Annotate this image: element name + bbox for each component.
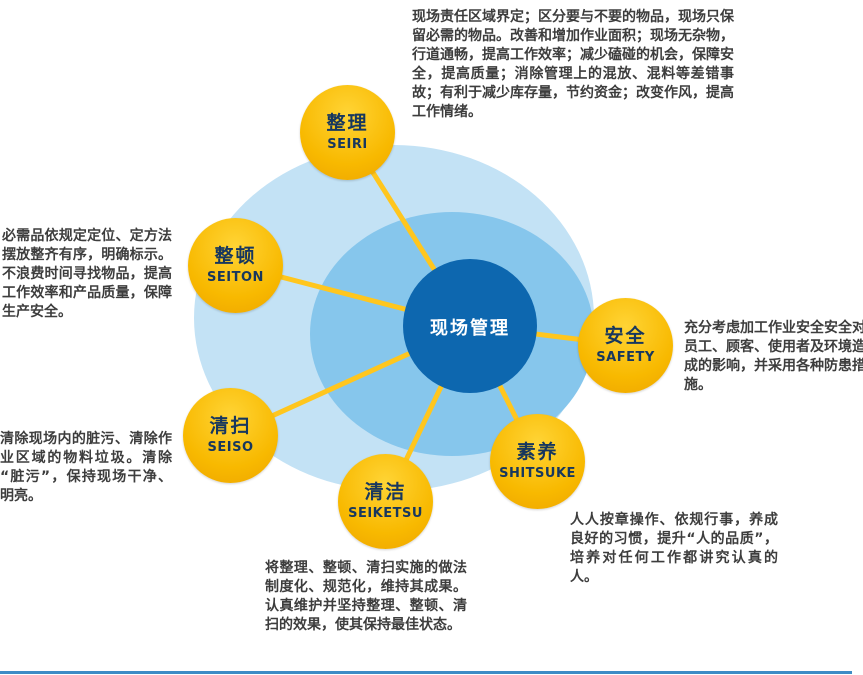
bottom-divider	[0, 671, 852, 674]
node-safety-label-en: SAFETY	[596, 349, 655, 365]
desc-seiri: 现场责任区域界定；区分要与不要的物品，现场只保留必需的物品。改善和增加作业面积；…	[412, 9, 734, 121]
node-shitsuke-label-zh: 素养	[516, 441, 559, 464]
node-safety: 安全 SAFETY	[578, 298, 673, 393]
node-shitsuke-label-en: SHITSUKE	[499, 465, 576, 481]
desc-shitsuke: 人人按章操作、依规行事，养成良好的习惯，提升“人的品质”，培养对任何工作都讲究认…	[570, 512, 778, 586]
node-seiri: 整理 SEIRI	[300, 85, 395, 180]
node-shitsuke: 素养 SHITSUKE	[490, 414, 585, 509]
node-seiton-label-zh: 整顿	[214, 245, 257, 268]
node-seiketsu-label-zh: 清洁	[364, 481, 407, 504]
node-seiton-label-en: SEITON	[207, 269, 264, 285]
node-seiri-label-en: SEIRI	[327, 136, 368, 152]
desc-seiton: 必需品依规定定位、定方法摆放整齐有序，明确标示。不浪费时间寻找物品，提高工作效率…	[2, 228, 172, 321]
node-seiso-label-en: SEISO	[207, 439, 254, 455]
node-seiketsu-label-en: SEIKETSU	[348, 505, 423, 521]
node-safety-label-zh: 安全	[604, 325, 647, 348]
node-seiton: 整顿 SEITON	[188, 218, 283, 313]
node-seiketsu: 清洁 SEIKETSU	[338, 454, 433, 549]
center-label: 现场管理	[430, 318, 510, 339]
node-seiso-label-zh: 清扫	[209, 415, 252, 438]
node-seiso: 清扫 SEISO	[183, 388, 278, 483]
desc-seiso: 清除现场内的脏污、清除作业区域的物料垃圾。清除“脏污”，保持现场干净、明亮。	[0, 431, 172, 505]
center-circle	[403, 259, 537, 393]
desc-seiketsu: 将整理、整顿、清扫实施的做法制度化、规范化，维持其成果。认真维护并坚持整理、整顿…	[265, 560, 467, 634]
node-seiri-label-zh: 整理	[326, 112, 369, 135]
desc-safety: 充分考虑加工作业安全安全对员工、顾客、使用者及环境造成的影响，并采用各种防患措施…	[684, 320, 863, 394]
